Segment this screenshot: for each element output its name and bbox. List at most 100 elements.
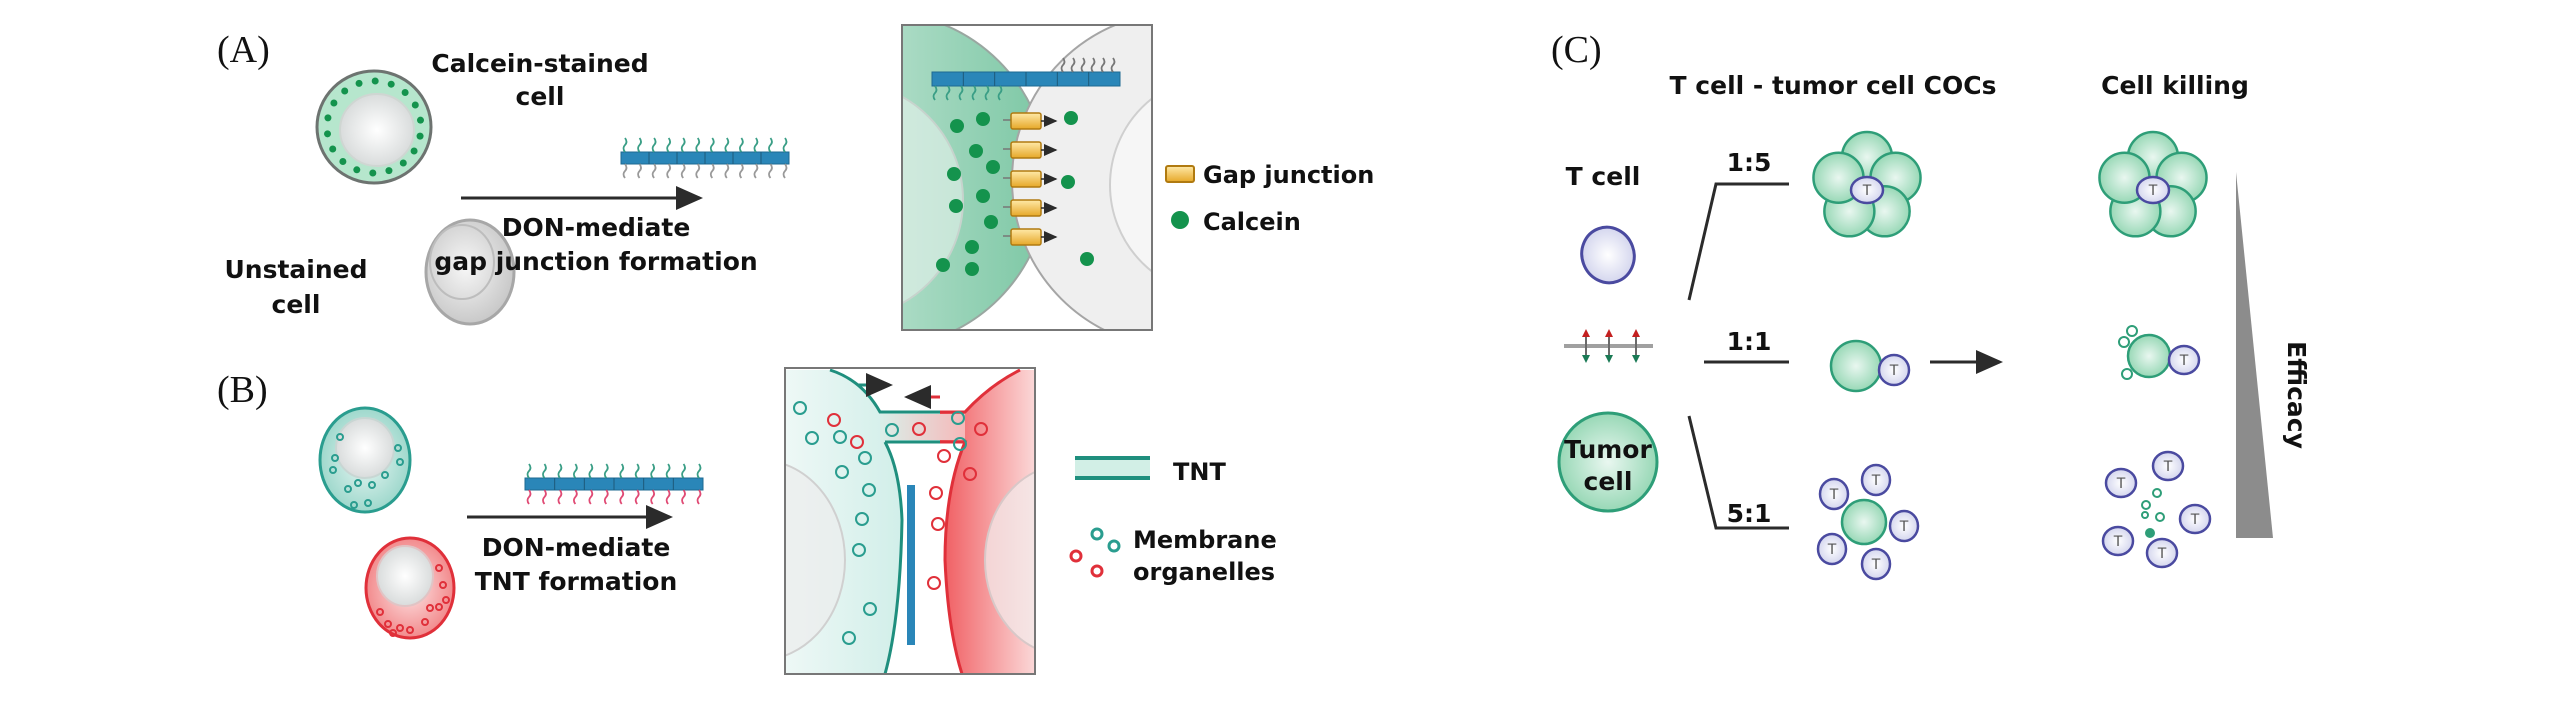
calcein-molecule	[984, 215, 998, 229]
calcein-dot	[330, 99, 338, 107]
organelle	[406, 626, 414, 634]
dna-overhang	[619, 489, 625, 505]
organelle	[394, 444, 402, 452]
t-cell	[1816, 532, 1848, 566]
calcein-dot	[324, 114, 332, 122]
t-cell	[1860, 463, 1892, 497]
calcein-molecule	[950, 119, 964, 133]
arrow-b-label-1: DON-mediate	[482, 533, 671, 562]
panel-a-label: (A)	[217, 29, 270, 71]
header-cocs: T cell - tumor cell COCs	[1670, 71, 1997, 100]
tumor-cell-label-1: Tumor	[1564, 435, 1652, 464]
teal-organelle	[852, 543, 866, 557]
t-cell-marker: T	[2113, 534, 2123, 550]
receptor-up-arrow	[1605, 329, 1613, 337]
efficacy-wedge	[2236, 172, 2273, 538]
calcein-stained-cell	[315, 69, 433, 185]
dna-overhang	[622, 163, 628, 179]
teal-organelle	[953, 437, 967, 451]
t-cell	[2104, 467, 2138, 499]
panel-c-label: (C)	[1551, 29, 1602, 71]
calcein-dot	[416, 116, 424, 124]
dna-overhang	[695, 137, 701, 153]
apoptotic-bleb	[2126, 325, 2138, 337]
teal-organelle	[842, 631, 856, 645]
dna-overhang	[542, 489, 547, 505]
teal-organelle	[835, 465, 849, 479]
legend-a: Gap junction Calcein	[1165, 161, 1374, 236]
dna-overhang	[634, 489, 640, 505]
red-organelle	[927, 576, 941, 590]
gap-junction	[1010, 112, 1042, 130]
dna-overhang	[738, 163, 744, 179]
dna-overhang	[709, 137, 715, 153]
teal-organelle	[833, 430, 847, 444]
dna-overhang	[782, 137, 788, 153]
teal-organelle	[793, 401, 807, 415]
red-organelle	[937, 449, 951, 463]
calcein-molecule	[969, 144, 983, 158]
panel-b-label: (B)	[217, 369, 268, 411]
legend-gap-junction: Gap junction	[1203, 161, 1374, 189]
dna-overhang	[651, 137, 657, 153]
dna-overhang	[724, 137, 730, 153]
organelle	[331, 454, 339, 462]
gap-junction-detail	[901, 24, 1153, 331]
dna-overhang	[557, 489, 563, 505]
dna-overhang	[724, 163, 730, 179]
dna-overhang	[753, 163, 759, 179]
ratio-5-1: 5:1	[1727, 499, 1772, 528]
header-cell-killing: Cell killing	[2101, 71, 2249, 100]
dna-overhang	[588, 489, 594, 505]
red-organelle	[974, 422, 988, 436]
gap-junction-icon	[1165, 165, 1195, 183]
calcein-dots	[324, 77, 424, 177]
calcein-dot	[410, 147, 418, 155]
calcein-molecule	[965, 262, 979, 276]
t-cell	[1877, 353, 1911, 387]
legend-b: TNT Membrane organelles	[1069, 456, 1277, 586]
teal-organelle	[863, 602, 877, 616]
dna-overhang	[971, 85, 977, 101]
dna-overhang	[680, 137, 686, 153]
calcein-dot	[339, 157, 347, 165]
teal-donor-cell	[318, 406, 412, 514]
dna-overhang	[665, 489, 671, 505]
t-cell-marker: T	[2190, 512, 2200, 528]
organelle	[435, 603, 443, 611]
dna-receptor-icon	[1564, 329, 1653, 363]
organelle	[426, 604, 434, 612]
red-organelle	[850, 435, 864, 449]
organelle	[336, 433, 344, 441]
t-cell-marker: T	[2163, 459, 2173, 475]
calcein-dot	[387, 80, 395, 88]
branch-1-5	[1687, 182, 1789, 301]
tumor-cell-fragment	[2141, 511, 2149, 519]
red-organelle	[827, 413, 841, 427]
t-cell	[1860, 547, 1892, 581]
calcein-molecule	[936, 258, 950, 272]
teal-organelle	[858, 451, 872, 465]
dna-overhang	[1110, 57, 1116, 73]
calcein-molecule	[947, 167, 961, 181]
calcein-molecule	[976, 189, 990, 203]
t-cell-marker: T	[1889, 363, 1899, 379]
calcein-molecule	[976, 112, 990, 126]
t-cell	[2135, 175, 2171, 205]
t-cell-label: T cell	[1566, 162, 1641, 191]
teal-organelle	[885, 423, 899, 437]
apoptotic-bleb	[2121, 368, 2133, 380]
stained-cell-label-2: cell	[516, 82, 565, 111]
organelle	[381, 471, 389, 479]
t-cell	[2167, 344, 2201, 376]
calcein-dot	[341, 87, 349, 95]
tumor-cell-fragment	[2152, 488, 2162, 498]
calcein-dot	[329, 145, 337, 153]
panel-a: (A) Calcein-stained cell Unstained cell …	[217, 24, 1374, 331]
organelle	[350, 501, 358, 509]
calcein-dot	[355, 79, 363, 87]
dna-overhang	[572, 463, 578, 479]
organelle	[354, 479, 362, 487]
dna-overhang	[557, 463, 563, 479]
red-organelles	[376, 564, 450, 637]
